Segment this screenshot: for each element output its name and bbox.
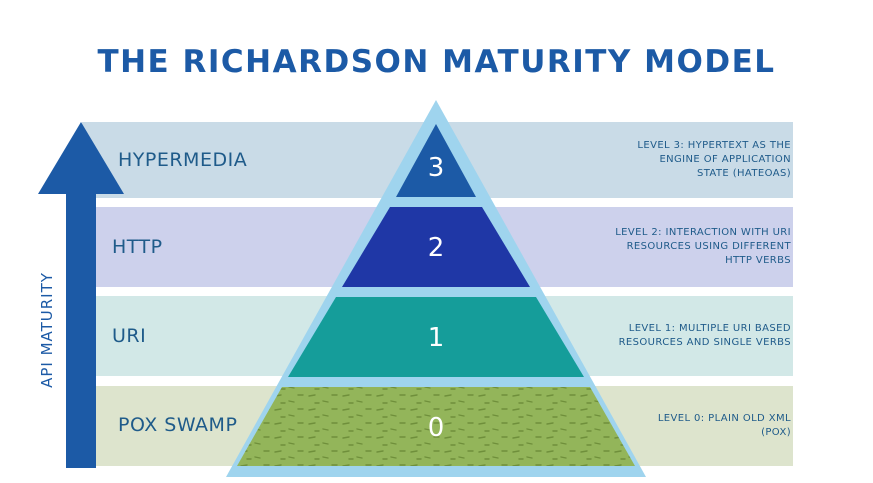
level-number-1: 1 [427, 323, 445, 353]
level-name-3: HYPERMEDIA [118, 149, 248, 171]
description-line: HTTP VERBS [725, 255, 791, 266]
description-line: STATE (HATEOAS) [696, 168, 791, 179]
pyramid-level-3 [396, 124, 476, 197]
pyramid-outline [226, 100, 646, 477]
description-line: RESOURCES AND SINGLE VERBS [618, 337, 791, 348]
pyramid-level-0 [237, 387, 635, 466]
level-description-0: LEVEL 0: PLAIN OLD XML (POX) [571, 412, 791, 440]
axis-label: API MATURITY [38, 272, 56, 388]
level-number-0: 0 [427, 413, 445, 443]
description-line: LEVEL 3: HYPERTEXT AS THE [637, 140, 791, 151]
level-number-3: 3 [427, 153, 445, 183]
maturity-arrow-icon [38, 122, 124, 468]
pyramid-level-1 [288, 297, 584, 377]
description-line: RESOURCES USING DIFFERENT [626, 241, 791, 252]
diagram-title: THE RICHARDSON MATURITY MODEL [97, 44, 776, 80]
level-name-2: HTTP [112, 236, 163, 258]
pyramid-level-2 [342, 207, 530, 287]
description-line: (POX) [761, 427, 791, 438]
description-line: LEVEL 1: MULTIPLE URI BASED [628, 323, 791, 334]
level-name-1: URI [112, 325, 147, 347]
level-description-1: LEVEL 1: MULTIPLE URI BASED RESOURCES AN… [571, 322, 791, 350]
level-description-3: LEVEL 3: HYPERTEXT AS THE ENGINE OF APPL… [571, 139, 791, 181]
level-description-2: LEVEL 2: INTERACTION WITH URI RESOURCES … [571, 226, 791, 268]
description-line: LEVEL 0: PLAIN OLD XML [657, 413, 791, 424]
level-number-2: 2 [427, 233, 445, 263]
description-line: LEVEL 2: INTERACTION WITH URI [615, 227, 791, 238]
level-name-0: POX SWAMP [118, 414, 238, 436]
description-line: ENGINE OF APPLICATION [659, 154, 791, 165]
